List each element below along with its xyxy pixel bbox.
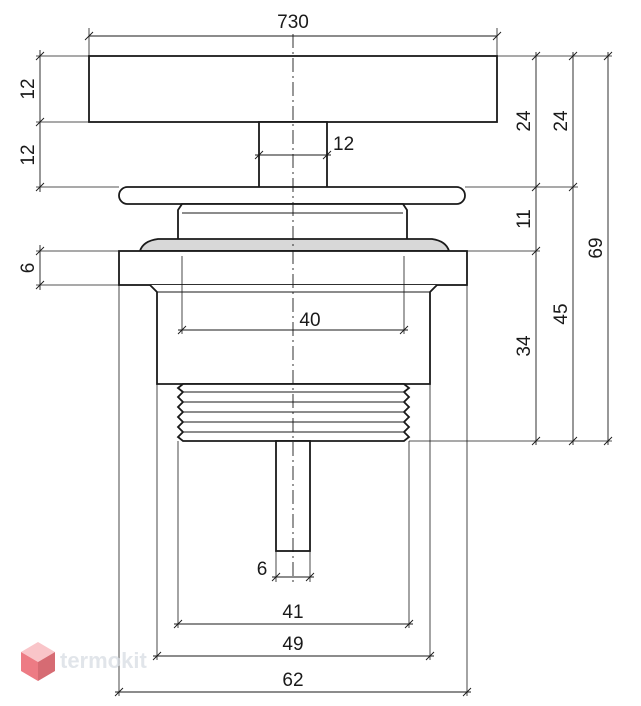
logo-text: termokit — [60, 648, 147, 673]
dim-label-41: 41 — [282, 602, 303, 623]
dim-label-24-b: 24 — [551, 110, 572, 132]
dim-label-45: 45 — [551, 303, 572, 324]
termokit-logo: termokit — [21, 642, 147, 681]
dim-label-730: 730 — [277, 12, 309, 33]
gasket — [138, 238, 451, 252]
cube-icon — [21, 642, 55, 681]
disc — [118, 186, 466, 205]
dim-label-34: 34 — [514, 335, 535, 357]
dim-label-cap-upper: 12 — [18, 78, 39, 99]
dim-label-flange-6: 6 — [18, 263, 39, 274]
thread — [176, 383, 411, 442]
dim-label-40: 40 — [299, 310, 320, 331]
dim-label-24-a: 24 — [514, 110, 535, 132]
dim-label-69: 69 — [586, 237, 607, 258]
dimension-labels: 730 12 12 6 12 24 24 11 69 34 45 40 6 41… — [18, 12, 607, 691]
dim-label-pin-6: 6 — [257, 559, 268, 580]
drain-valve-outline — [88, 55, 498, 552]
neck — [177, 203, 408, 242]
dimension-lines — [35, 28, 613, 697]
dim-label-49: 49 — [282, 634, 303, 655]
dim-label-62: 62 — [282, 670, 303, 691]
body — [149, 284, 438, 385]
dim-label-11: 11 — [514, 209, 535, 229]
dim-label-cap-lower: 12 — [18, 144, 39, 165]
dim-label-stem-12: 12 — [333, 134, 354, 155]
